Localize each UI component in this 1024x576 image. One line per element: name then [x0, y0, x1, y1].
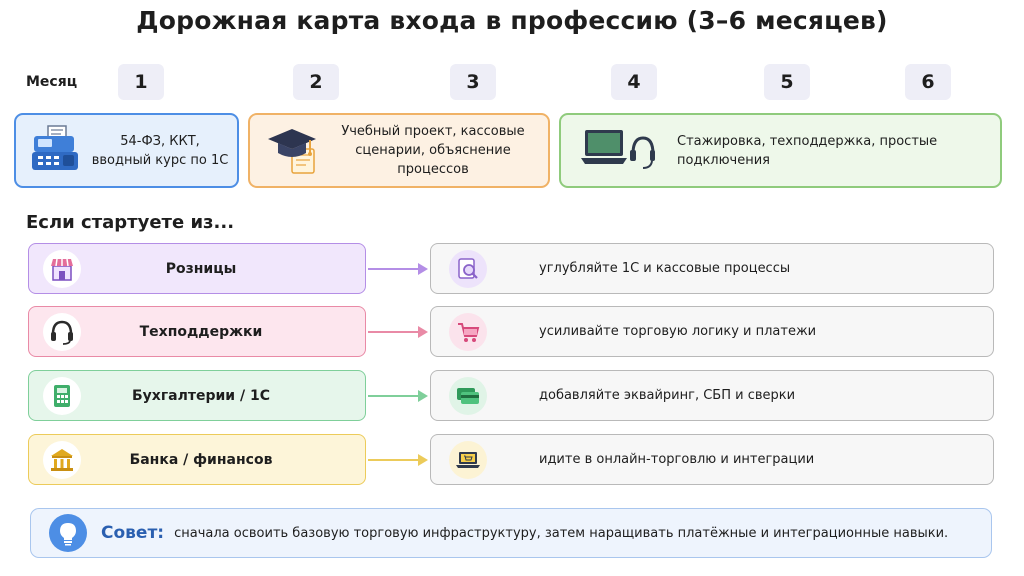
lightbulb-icon [49, 514, 87, 552]
stage-month-4-6: Стажировка, техподдержка, простые подклю… [559, 113, 1002, 188]
stage-text: Стажировка, техподдержка, простые подклю… [677, 133, 938, 168]
bank-icon [43, 440, 81, 479]
source-support: Техподдержки [28, 306, 366, 357]
page-title: Дорожная карта входа в профессию (3–6 ме… [136, 6, 888, 35]
shopping-cart-icon [449, 312, 487, 351]
month-2: 2 [293, 64, 339, 100]
arrow-bank [368, 454, 428, 466]
graduation-cap-icon [264, 121, 324, 181]
section-title: Если стартуете из... [26, 212, 235, 233]
arrow-support [368, 326, 428, 338]
month-label: Месяц [26, 74, 78, 90]
target-accounting: добавляйте эквайринг, СБП и сверки [430, 370, 994, 421]
source-retail: Розницы [28, 243, 366, 294]
target-label: идите в онлайн-торговлю и интеграции [539, 452, 815, 467]
tip-label: Совет: [101, 523, 165, 543]
target-label: усиливайте торговую логику и платежи [539, 324, 817, 339]
arrow-retail [368, 263, 428, 275]
month-6: 6 [905, 64, 951, 100]
source-label: Бухгалтерии / 1С [132, 387, 270, 404]
target-bank: идите в онлайн-торговлю и интеграции [430, 434, 994, 485]
source-label: Банка / финансов [129, 451, 273, 468]
storefront-icon [43, 249, 81, 288]
target-label: углубляйте 1С и кассовые процессы [539, 261, 791, 276]
source-label: Техподдержки [139, 323, 263, 340]
credit-cards-icon [449, 376, 487, 415]
source-label: Розницы [165, 260, 237, 277]
arrow-accounting [368, 390, 428, 402]
month-5: 5 [764, 64, 810, 100]
calculator-icon [43, 376, 81, 415]
target-retail: углубляйте 1С и кассовые процессы [430, 243, 994, 294]
laptop-cart-icon [449, 440, 487, 479]
tip-text: сначала освоить базовую торговую инфраст… [174, 525, 949, 541]
target-label: добавляйте эквайринг, СБП и сверки [539, 388, 796, 403]
stage-month-2-3: Учебный проект, кассовые сценарии, объяс… [248, 113, 550, 188]
source-bank: Банка / финансов [28, 434, 366, 485]
source-accounting: Бухгалтерии / 1С [28, 370, 366, 421]
target-support: усиливайте торговую логику и платежи [430, 306, 994, 357]
month-1: 1 [118, 64, 164, 100]
laptop-headset-icon [579, 124, 655, 178]
cash-register-icon [28, 122, 82, 180]
month-3: 3 [450, 64, 496, 100]
stage-text: Учебный проект, кассовые сценарии, объяс… [341, 124, 525, 177]
headset-icon [43, 312, 81, 351]
month-4: 4 [611, 64, 657, 100]
stage-month-1: 54-ФЗ, ККТ, вводный курс по 1С [14, 113, 239, 188]
stage-text: 54-ФЗ, ККТ, вводный курс по 1С [91, 133, 229, 168]
document-search-icon [449, 249, 487, 288]
tip-box: Совет: сначала освоить базовую торговую … [30, 508, 992, 558]
